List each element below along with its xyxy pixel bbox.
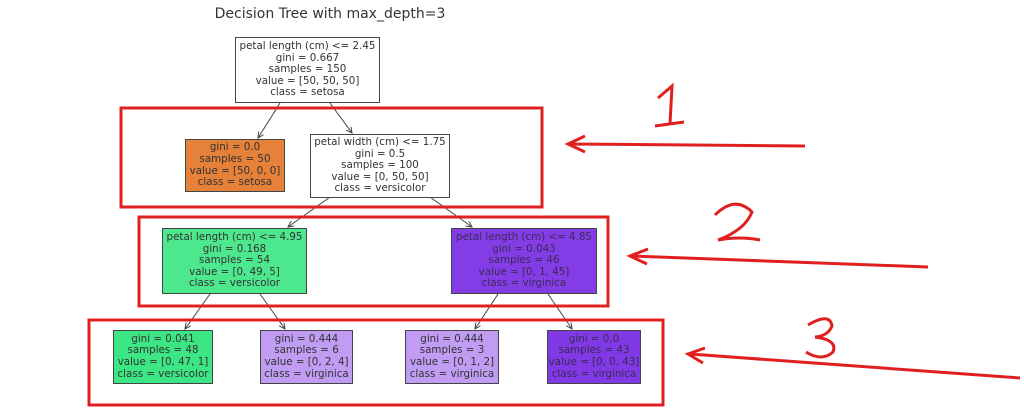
level-1-highlight-box	[119, 106, 544, 209]
tree-leaf-setosa: gini = 0.0 samples = 50 value = [50, 0, …	[185, 139, 285, 192]
node-gini: gini = 0.041	[131, 332, 195, 345]
edge	[288, 196, 331, 227]
tree-leaf-level3-c: gini = 0.444 samples = 3 value = [0, 1, …	[405, 330, 499, 384]
arrow-level-3	[684, 346, 1021, 380]
node-class: class = virginica	[481, 277, 567, 290]
node-value: value = [0, 47, 1]	[117, 356, 209, 368]
node-gini: gini = 0.444	[420, 332, 484, 345]
tree-node-level2-right: petal length (cm) <= 4.85 gini = 0.043 s…	[451, 228, 597, 294]
tree-leaf-level3-d: gini = 0.0 samples = 43 value = [0, 0, 4…	[547, 330, 641, 384]
tree-node-root: petal length (cm) <= 2.45 gini = 0.667 s…	[235, 37, 380, 103]
edge	[475, 293, 499, 329]
node-gini: gini = 0.5	[354, 147, 406, 160]
node-class: class = setosa	[197, 176, 273, 189]
node-samples: samples = 50	[199, 152, 271, 165]
node-class: class = versicolor	[334, 182, 426, 195]
node-samples: samples = 43	[558, 344, 630, 357]
node-gini: gini = 0.168	[202, 242, 267, 255]
handwritten-2	[713, 202, 761, 242]
edge	[259, 293, 285, 329]
node-split: petal width (cm) <= 1.75	[314, 136, 446, 149]
node-class: class = versicolor	[117, 367, 209, 380]
tree-node-level2-left: petal length (cm) <= 4.95 gini = 0.168 s…	[162, 228, 307, 294]
node-samples: samples = 150	[268, 63, 347, 76]
node-value: value = [0, 50, 50]	[331, 170, 429, 183]
node-class: class = setosa	[270, 86, 345, 99]
node-gini: gini = 0.667	[275, 51, 340, 64]
handwritten-3	[805, 317, 836, 359]
node-samples: samples = 3	[419, 344, 485, 357]
tree-leaf-level3-b: gini = 0.444 samples = 6 value = [0, 2, …	[260, 330, 353, 384]
node-value: value = [0, 1, 2]	[409, 356, 495, 368]
arrow-level-1	[564, 134, 806, 154]
node-value: value = [0, 49, 5]	[189, 265, 280, 278]
node-samples: samples = 6	[274, 344, 339, 357]
arrow-level-2	[626, 247, 929, 269]
edge	[547, 293, 572, 329]
edge	[185, 293, 211, 329]
node-split: petal length (cm) <= 4.85	[456, 231, 592, 244]
node-value: value = [0, 0, 43]	[548, 356, 640, 368]
tree-leaf-level3-a: gini = 0.041 samples = 48 value = [0, 47…	[113, 330, 213, 384]
node-gini: gini = 0.0	[568, 332, 620, 345]
edge	[429, 196, 472, 227]
node-samples: samples = 100	[341, 159, 419, 172]
node-split: petal length (cm) <= 4.95	[166, 231, 303, 244]
node-value: value = [0, 1, 45]	[478, 265, 570, 278]
node-gini: gini = 0.043	[492, 242, 556, 255]
node-class: class = virginica	[264, 367, 349, 380]
node-samples: samples = 54	[198, 254, 271, 267]
node-gini: gini = 0.0	[209, 141, 261, 154]
node-class: class = versicolor	[189, 277, 280, 290]
node-value: value = [0, 2, 4]	[264, 356, 349, 368]
node-samples: samples = 48	[127, 344, 199, 357]
level-2-highlight-box	[137, 215, 610, 308]
figure-title: Decision Tree with max_depth=3	[214, 6, 446, 22]
node-class: class = virginica	[551, 367, 637, 380]
node-gini: gini = 0.444	[274, 332, 339, 345]
tree-node-petal-width: petal width (cm) <= 1.75 gini = 0.5 samp…	[310, 134, 450, 198]
node-samples: samples = 46	[488, 254, 560, 267]
level-3-highlight-box	[87, 318, 665, 407]
node-value: value = [50, 0, 0]	[189, 164, 281, 177]
node-value: value = [50, 50, 50]	[255, 74, 360, 87]
node-split: petal length (cm) <= 2.45	[239, 40, 376, 53]
node-class: class = virginica	[409, 367, 495, 380]
handwritten-1	[654, 82, 685, 128]
